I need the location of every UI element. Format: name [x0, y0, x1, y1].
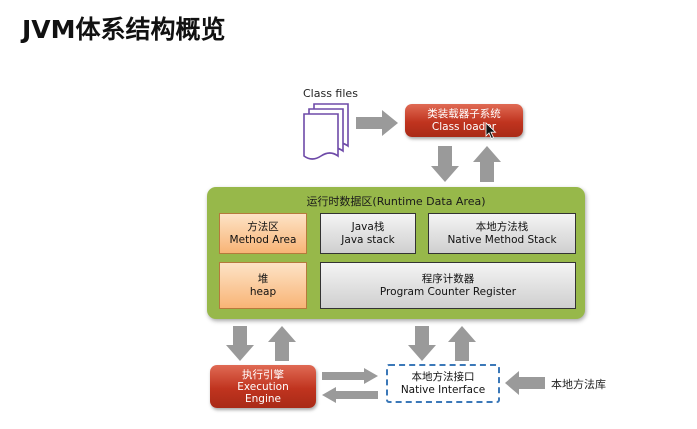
heap-zh: 堆	[257, 272, 269, 285]
native-interface-box: 本地方法接口 Native Interface	[386, 364, 500, 403]
native-method-stack-zh: 本地方法栈	[475, 220, 529, 233]
up-arrow-icon	[448, 326, 476, 361]
class-loader-en: Class loader	[431, 120, 497, 133]
native-library-label: 本地方法库	[551, 378, 606, 391]
mouse-cursor-icon	[485, 122, 497, 140]
heap-cell: 堆 heap	[219, 262, 307, 309]
down-arrow-icon	[226, 326, 254, 361]
native-interface-en: Native Interface	[400, 383, 486, 396]
pc-register-zh: 程序计数器	[421, 272, 475, 285]
right-arrow-icon	[356, 110, 398, 136]
up-arrow-icon	[473, 146, 501, 182]
class-files-label: Class files	[303, 87, 358, 100]
up-arrow-icon	[268, 326, 296, 361]
down-arrow-icon	[408, 326, 436, 361]
native-interface-zh: 本地方法接口	[411, 370, 475, 383]
method-area-en: Method Area	[229, 233, 297, 246]
down-arrow-icon	[431, 146, 459, 182]
runtime-data-area-title: 运行时数据区(Runtime Data Area)	[306, 195, 486, 208]
native-method-stack-cell: 本地方法栈 Native Method Stack	[428, 213, 576, 254]
left-arrow-icon	[322, 387, 378, 403]
left-arrow-icon	[505, 371, 545, 395]
pc-register-en: Program Counter Register	[379, 285, 517, 298]
right-arrow-icon	[322, 368, 378, 384]
class-loader-box: 类装载器子系统 Class loader	[405, 104, 523, 137]
runtime-data-area: 运行时数据区(Runtime Data Area) 方法区 Method Are…	[207, 187, 585, 319]
native-method-stack-en: Native Method Stack	[447, 233, 557, 246]
pc-register-cell: 程序计数器 Program Counter Register	[320, 262, 576, 309]
page-title: JVM体系结构概览	[22, 15, 226, 44]
java-stack-zh: Java栈	[351, 220, 385, 233]
method-area-zh: 方法区	[247, 220, 279, 233]
execution-engine-en-2: Engine	[245, 392, 281, 405]
java-stack-en: Java stack	[341, 233, 395, 246]
execution-engine-zh: 执行引擎	[242, 368, 284, 381]
execution-engine-box: 执行引擎 Execution Engine	[210, 365, 316, 408]
method-area-cell: 方法区 Method Area	[219, 213, 307, 254]
class-loader-zh: 类装载器子系统	[427, 107, 501, 120]
document-stack-icon	[303, 103, 349, 160]
heap-en: heap	[249, 285, 277, 298]
java-stack-cell: Java栈 Java stack	[320, 213, 416, 254]
execution-engine-en-1: Execution	[237, 380, 289, 393]
